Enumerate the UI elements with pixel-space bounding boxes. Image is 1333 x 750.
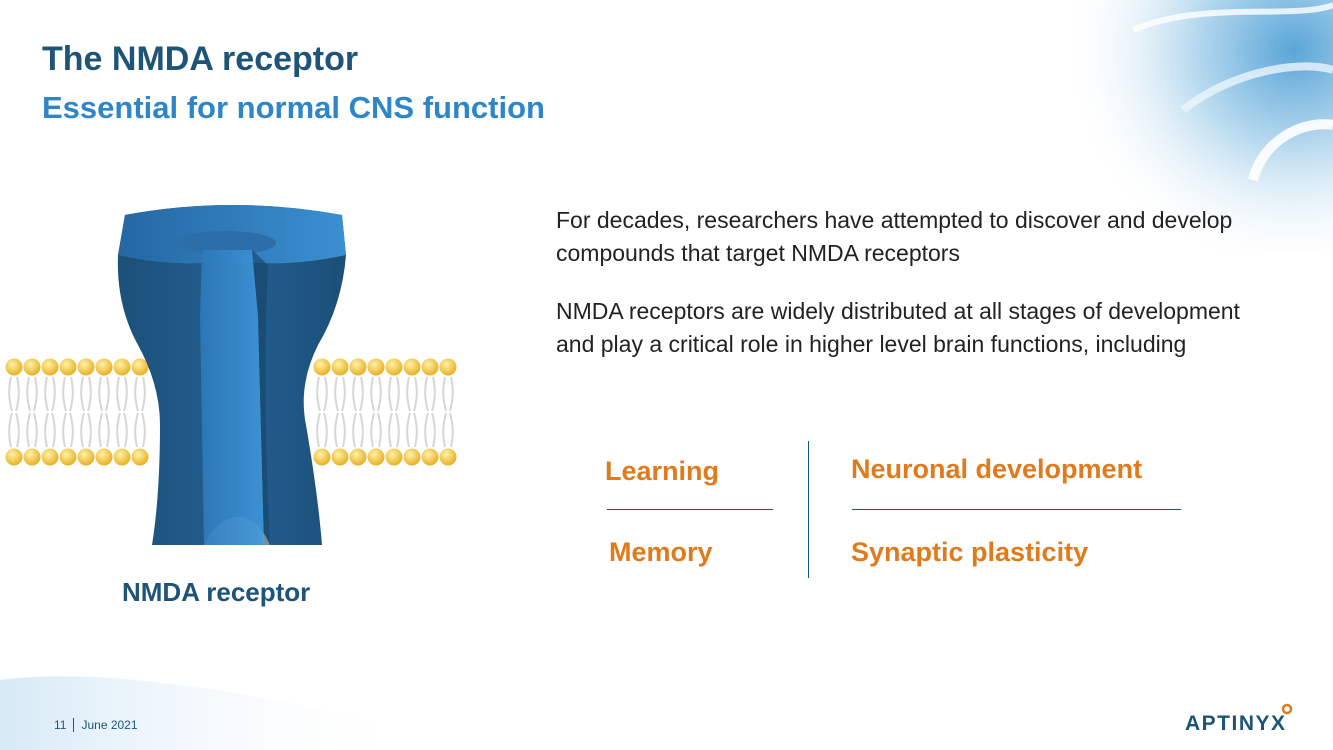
divider-right bbox=[852, 509, 1181, 510]
footer-date: June 2021 bbox=[81, 718, 138, 732]
lipid-head bbox=[385, 358, 403, 376]
lipid-head bbox=[349, 448, 367, 466]
lipid-head bbox=[331, 448, 349, 466]
divider-left bbox=[607, 509, 773, 510]
lipid-head bbox=[95, 448, 113, 466]
lipid-tail bbox=[8, 376, 20, 412]
lipid-head bbox=[421, 448, 439, 466]
lipid-tail bbox=[334, 412, 346, 448]
function-neuronal-development: Neuronal development bbox=[851, 454, 1143, 484]
svg-text:APTINYX: APTINYX bbox=[1185, 712, 1287, 734]
lipid-head bbox=[77, 448, 95, 466]
lipid-tail bbox=[316, 376, 328, 412]
lipid-tail bbox=[370, 376, 382, 412]
slide-subtitle: Essential for normal CNS function bbox=[42, 90, 545, 125]
lipid-head bbox=[439, 358, 457, 376]
lipid-head bbox=[349, 358, 367, 376]
lipid-tail bbox=[116, 376, 128, 412]
lipid-tail bbox=[134, 376, 146, 412]
lipid-tail bbox=[370, 412, 382, 448]
lipid-tail bbox=[406, 412, 418, 448]
slide-title: The NMDA receptor bbox=[42, 40, 359, 78]
lipid-head bbox=[421, 358, 439, 376]
lipid-tail bbox=[424, 412, 436, 448]
lipid-tail bbox=[388, 412, 400, 448]
lipid-head bbox=[77, 358, 95, 376]
figure-caption: NMDA receptor bbox=[122, 577, 311, 607]
lipid-head bbox=[41, 448, 59, 466]
divider-vertical bbox=[808, 441, 809, 578]
lipid-tail bbox=[26, 376, 38, 412]
lipid-tail bbox=[116, 412, 128, 448]
lipid-head bbox=[131, 448, 149, 466]
lipid-head bbox=[367, 358, 385, 376]
lipid-head bbox=[313, 358, 331, 376]
lipid-tail bbox=[424, 376, 436, 412]
lipid-head bbox=[385, 448, 403, 466]
intro-paragraph: For decades, researchers have attempted … bbox=[556, 207, 1233, 266]
lipid-head bbox=[439, 448, 457, 466]
lipid-tail bbox=[62, 376, 74, 412]
lipid-tail bbox=[98, 412, 110, 448]
page-number: 11 bbox=[54, 718, 67, 732]
lipid-tail bbox=[316, 412, 328, 448]
lipid-tail bbox=[98, 376, 110, 412]
lipid-head bbox=[113, 358, 131, 376]
lipid-tail bbox=[8, 412, 20, 448]
lipid-head bbox=[59, 448, 77, 466]
lipid-tail bbox=[388, 376, 400, 412]
lipid-head bbox=[131, 358, 149, 376]
lipid-tail bbox=[62, 412, 74, 448]
lipid-tail bbox=[80, 412, 92, 448]
footer: 11 June 2021 bbox=[54, 718, 138, 732]
lipid-head bbox=[5, 358, 23, 376]
lipid-head bbox=[113, 448, 131, 466]
lipid-tail bbox=[334, 376, 346, 412]
lipid-tail bbox=[442, 412, 454, 448]
function-learning: Learning bbox=[605, 456, 720, 486]
lipid-tail bbox=[26, 412, 38, 448]
lipid-tail bbox=[352, 412, 364, 448]
lipid-head bbox=[23, 358, 41, 376]
lipid-head bbox=[59, 358, 77, 376]
lipid-head bbox=[403, 448, 421, 466]
nmda-receptor-icon bbox=[5, 205, 457, 545]
footer-separator bbox=[73, 718, 75, 732]
lipid-head bbox=[95, 358, 113, 376]
lipid-head bbox=[23, 448, 41, 466]
lipid-head bbox=[403, 358, 421, 376]
lipid-head bbox=[331, 358, 349, 376]
lipid-head bbox=[367, 448, 385, 466]
lipid-head bbox=[313, 448, 331, 466]
aptinyx-logo: APTINYX bbox=[1185, 703, 1293, 734]
lipid-tail bbox=[44, 376, 56, 412]
lipid-tail bbox=[134, 412, 146, 448]
lipid-tail bbox=[352, 376, 364, 412]
lipid-tail bbox=[80, 376, 92, 412]
lipid-tail bbox=[442, 376, 454, 412]
distribution-paragraph: NMDA receptors are widely distributed at… bbox=[556, 298, 1240, 357]
lipid-tail bbox=[406, 376, 418, 412]
lipid-head bbox=[5, 448, 23, 466]
lipid-head bbox=[41, 358, 59, 376]
function-memory: Memory bbox=[609, 537, 713, 567]
footer-decoration bbox=[0, 676, 420, 750]
lipid-tail bbox=[44, 412, 56, 448]
function-synaptic-plasticity: Synaptic plasticity bbox=[851, 537, 1089, 567]
